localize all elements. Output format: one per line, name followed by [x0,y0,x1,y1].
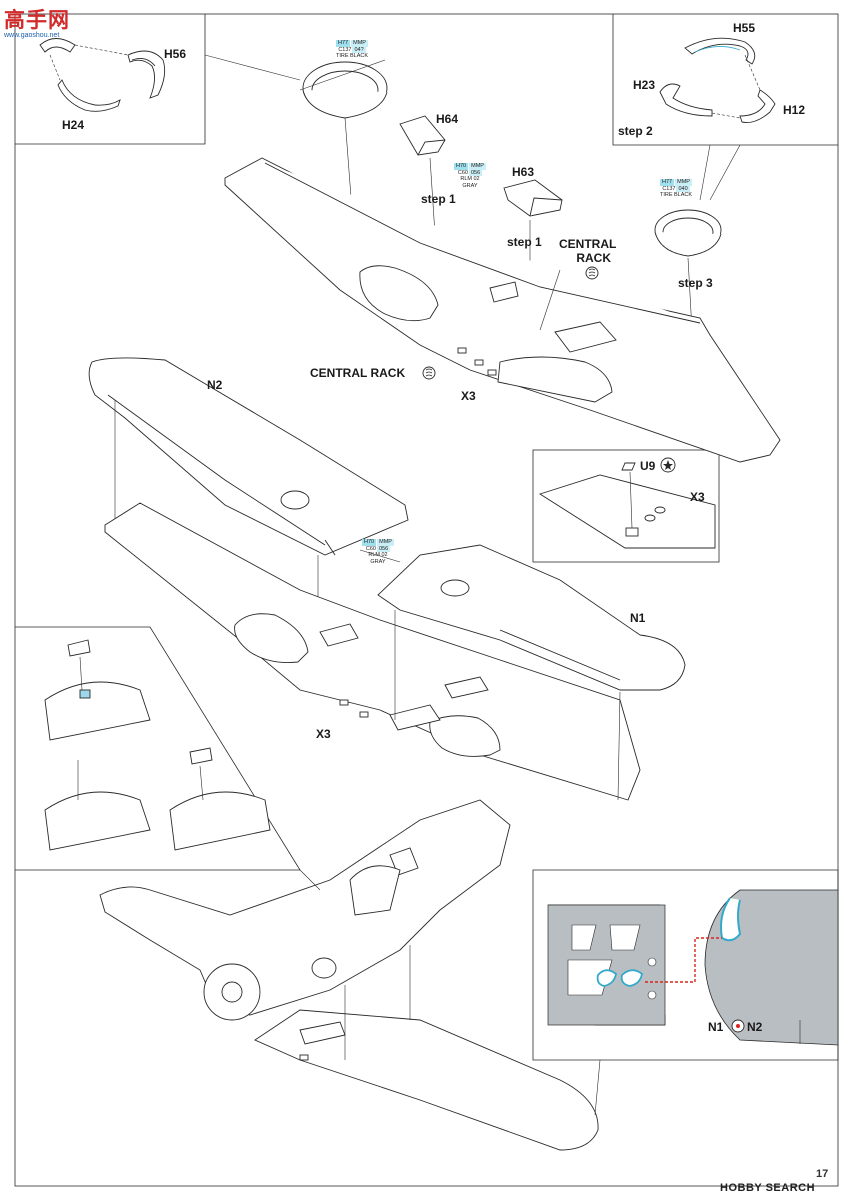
label-step3: step 3 [678,276,713,290]
paint-desc: RLM 02 [460,176,480,182]
paint-code: 056 [376,545,391,552]
paint-desc: GRAY [370,558,386,565]
photoetch-fret-drawing [547,904,666,1026]
paint-code: MMP [351,40,368,47]
page-number: 17 [816,1168,829,1180]
label-h12: H12 [783,103,806,117]
label-h56: H56 [164,47,187,61]
wheel-step3-drawing [654,209,722,257]
label-h24: H24 [62,118,85,132]
paint-code: H77 [336,40,351,47]
paint-code: C137 [662,185,676,192]
label-central-rack-top-line2: RACK [576,251,611,265]
label-n2: N2 [207,378,223,392]
central-rack-left-icon [422,366,436,380]
label-h64: H64 [436,112,459,126]
label-central-rack-top: CENTRAL RACK [559,237,616,265]
leader-central-rack-top [539,269,561,331]
label-h23: H23 [633,78,656,92]
label-join-n1: N1 [708,1020,724,1034]
paint-code: MMP [675,179,692,186]
label-central-rack-top-line1: CENTRAL [559,237,617,251]
paint-code: 056 [468,169,483,176]
label-join-n2: N2 [747,1020,763,1034]
label-central-rack-left: CENTRAL RACK [310,366,406,380]
wheel-well-top-drawing [302,61,388,119]
leader-paint-wheel-top [299,59,386,91]
paint-code: H70 [454,163,469,170]
wingtip-closeup-drawing [704,889,839,1046]
label-x3-inset: X3 [690,490,705,504]
footer-brand: HOBBY SEARCH [720,1182,816,1194]
paint-code: C137 [338,46,352,53]
paint-code: MMP [377,539,394,546]
leader-photoetch-to-wing [594,1059,601,1116]
watermark-brand-text: 高手网 [4,8,70,32]
flap-leader-lines [77,656,204,801]
top-wing-drawing [224,157,781,463]
paint-code: H70 [362,539,377,546]
leader-lines-top-left [49,44,301,81]
watermark-logo: 高手网 www.gaoshou.net [4,4,70,39]
label-step1-b: step 1 [507,235,542,249]
paint-code: C60 [365,545,376,552]
photoetch-leader-red [645,937,722,983]
page-frame [14,13,839,1187]
flap-detail-drawings [44,639,271,851]
label-u9: U9 [640,459,656,473]
paint-code: 04? [352,46,366,53]
label-step1-a: step 1 [421,192,456,206]
paint-desc: TIRE BLACK [659,192,693,198]
leader-paint-bay-mid [359,549,401,563]
part-h24-drawing [57,79,121,112]
watermark-site-text: www.gaoshou.net [4,32,60,39]
part-h64-drawing [399,115,446,156]
leader-lines-top-right [699,54,761,201]
inset-frame-photoetch [532,869,839,1061]
fuselage-leader-lines [299,869,411,1060]
paint-code: H77 [660,179,675,186]
paint-code: MMP [469,163,486,170]
paint-desc: TIRE BLACK [335,53,369,59]
part-h23-drawing [659,83,713,117]
inset-frame-top-left [15,14,206,145]
x3-inset-drawing [538,462,716,549]
inset-frame-x3 [532,449,720,563]
part-h56-drawing [39,38,166,99]
label-h55: H55 [733,21,756,35]
leader-n1-right [617,691,621,801]
inset-frame-top-right [612,14,838,146]
join-icon [731,1019,745,1033]
part-h55-drawing [684,37,756,65]
paint-desc: RLM 02 [368,552,388,558]
paint-desc: GRAY [462,182,478,189]
leader-u9 [629,471,633,529]
label-n1: N1 [630,611,646,625]
star-glyph-icon [663,460,673,470]
part-h63-drawing [503,179,563,217]
label-step2: step 2 [618,124,653,138]
label-x3-mid: X3 [316,727,331,741]
label-h63: H63 [512,165,535,179]
wing-panel-n2-drawing [88,357,409,556]
label-x3-top: X3 [461,389,476,403]
part-h12-drawing [739,89,776,123]
inset-frame-left [15,626,301,871]
paint-code: 040 [676,185,690,192]
central-rack-icon [585,266,599,280]
paint-code: C60 [457,169,468,176]
wing-panel-n1-drawing [377,544,686,691]
fuselage-assembly-drawing [99,799,599,1151]
middle-wing-drawing [104,502,641,801]
